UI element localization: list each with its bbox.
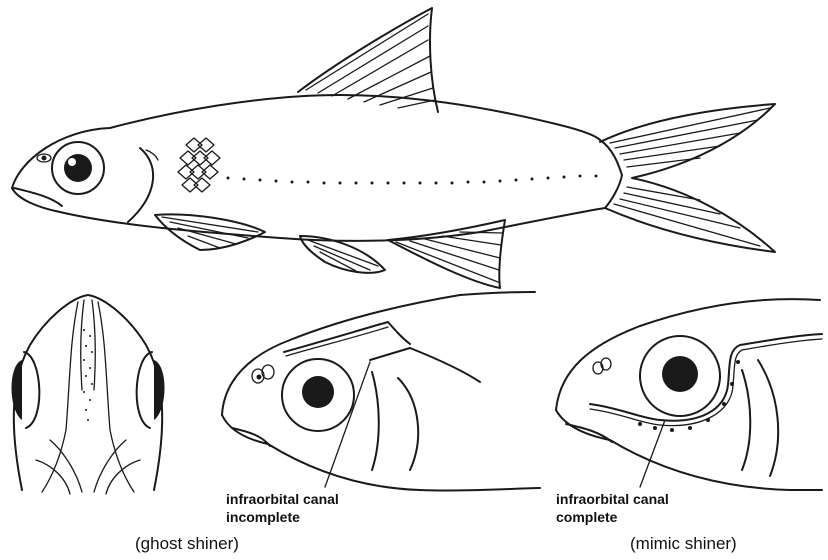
mimic-shiner-callout-line1: infraorbital canal [556,490,669,508]
mimic-shiner-caption: (mimic shiner) [630,534,737,554]
main-fish [12,8,775,288]
ghost-shiner-callout: infraorbital canal incomplete [226,490,339,526]
mimic-shiner-head [556,299,822,490]
ghost-shiner-head [222,292,540,491]
dorsal-head-view [12,295,165,494]
ghost-shiner-callout-line2: incomplete [226,508,339,526]
mimic-shiner-callout: infraorbital canal complete [556,490,669,526]
mimic-shiner-callout-line2: complete [556,508,669,526]
ghost-shiner-callout-line1: infraorbital canal [226,490,339,508]
ghost-shiner-caption: (ghost shiner) [135,534,239,554]
